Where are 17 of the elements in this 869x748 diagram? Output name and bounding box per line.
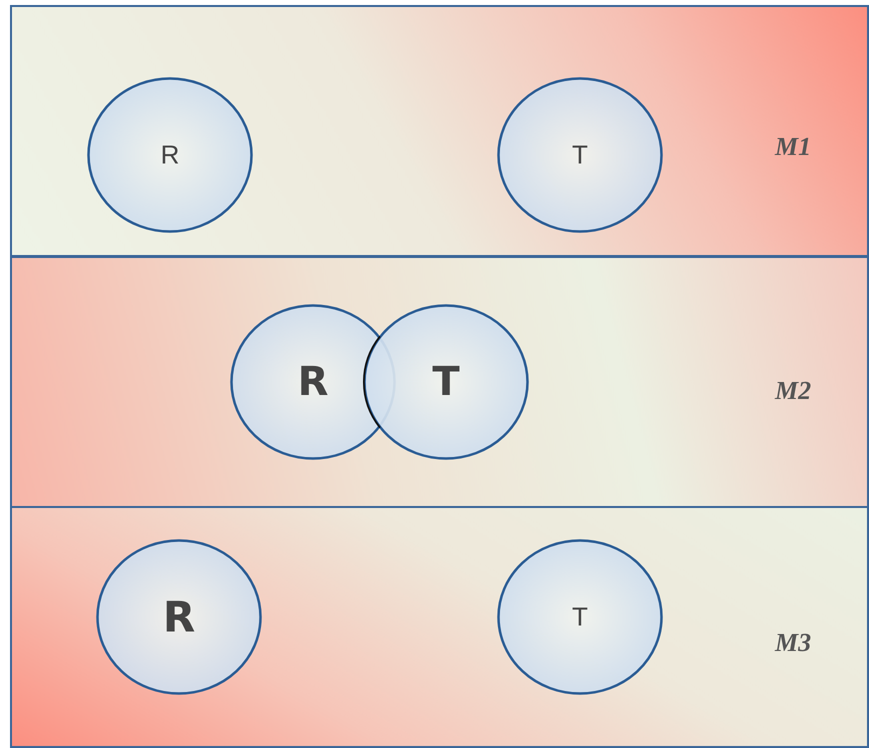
circle-label: T [572,140,588,170]
circle-label: R [298,359,328,405]
venn-circle [96,539,262,695]
band-panel [10,256,869,508]
band-label: M3 [775,628,812,658]
band-label: M1 [775,132,812,162]
venn-circle [363,304,529,460]
circle-label: R [162,592,196,642]
band-panel [10,5,869,257]
circle-label: T [432,359,460,405]
circle-label: R [160,140,180,170]
band-panel [10,506,869,748]
venn-circle [497,539,663,695]
circle-label: T [572,602,588,632]
band-label: M2 [775,376,812,406]
venn-circle [87,77,253,233]
venn-circle [497,77,663,233]
